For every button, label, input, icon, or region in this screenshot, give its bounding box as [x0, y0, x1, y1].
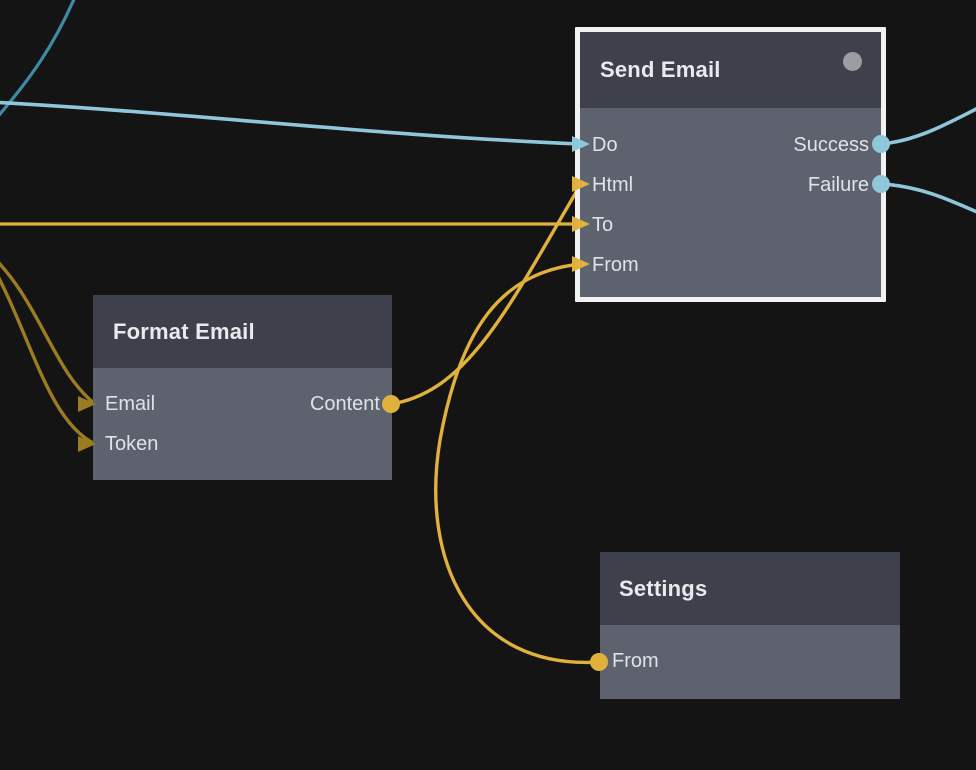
node-format-email-body: Email Token Content — [93, 368, 392, 480]
node-send-email-title: Send Email — [600, 57, 721, 82]
node-format-email-header[interactable]: Format Email — [93, 295, 392, 368]
node-settings-body: From — [600, 625, 900, 699]
node-settings-header[interactable]: Settings — [600, 552, 900, 625]
status-dot[interactable] — [843, 52, 862, 71]
node-settings[interactable]: Settings From — [600, 552, 900, 699]
node-format-email-title: Format Email — [113, 318, 255, 344]
pin-label-to: To — [592, 214, 614, 236]
node-send-email-body: Do Html To From Success Failure — [580, 108, 881, 297]
pin-label-settings-from: From — [612, 650, 659, 672]
pin-label-failure: Failure — [807, 174, 869, 196]
wire-success-out — [880, 107, 976, 146]
wire-content-to-html — [389, 182, 583, 406]
wire-data-to-token — [0, 276, 97, 446]
pin-label-email: Email — [105, 393, 156, 415]
wire-data-to-email — [0, 261, 97, 406]
pin-label-success: Success — [793, 134, 869, 156]
pin-label-html: Html — [592, 174, 634, 196]
wire-settings-to-from — [434, 262, 601, 665]
node-format-email[interactable]: Format Email Email Token Content — [93, 295, 392, 480]
pin-label-content: Content — [309, 393, 380, 415]
pin-label-token: Token — [105, 433, 159, 455]
node-settings-title: Settings — [619, 575, 708, 601]
pin-label-do: Do — [592, 134, 618, 156]
pin-label-from: From — [592, 254, 639, 276]
wire-failure-out — [880, 182, 976, 214]
wire-exec-to-do — [0, 100, 583, 146]
node-send-email-header[interactable]: Send Email — [580, 32, 881, 108]
node-send-email[interactable]: Send Email Do Html To From Success — [575, 27, 886, 302]
wire-exec-crossing — [0, 0, 76, 117]
